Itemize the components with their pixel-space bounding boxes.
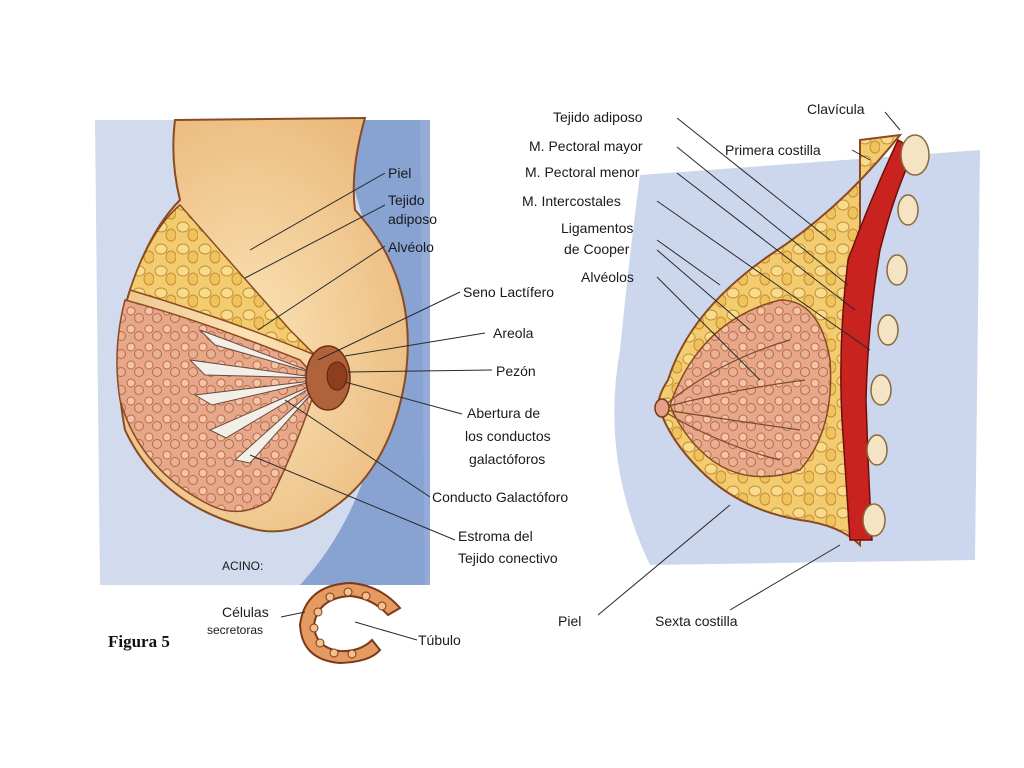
label-intercostales: M. Intercostales	[522, 193, 621, 209]
label-clavicula: Clavícula	[807, 101, 865, 117]
left-nipple	[327, 362, 347, 390]
label-piel-left: Piel	[388, 165, 411, 181]
label-abertura-2: los conductos	[465, 428, 551, 444]
figure-caption: Figura 5	[108, 632, 170, 651]
right-breast-illustration	[614, 135, 980, 565]
label-tejido-adiposo-right: Tejido adiposo	[553, 109, 643, 125]
label-tubulo: Túbulo	[418, 632, 461, 648]
label-tejido-left-1: Tejido	[388, 192, 425, 208]
label-piel-right: Piel	[558, 613, 581, 629]
label-estroma-2: Tejido conectivo	[458, 550, 558, 566]
right-nipple	[655, 399, 669, 417]
label-celulas-1: Células	[222, 604, 269, 620]
clavicle-bone	[901, 135, 929, 175]
label-ligamentos-2: de Cooper	[564, 241, 630, 257]
label-pectoral-menor: M. Pectoral menor	[525, 164, 640, 180]
label-sexta-costilla: Sexta costilla	[655, 613, 738, 629]
label-celulas-2: secretoras	[207, 623, 263, 637]
label-tejido-left-2: adiposo	[388, 211, 437, 227]
label-pezon: Pezón	[496, 363, 536, 379]
label-abertura-1: Abertura de	[467, 405, 540, 421]
label-areola: Areola	[493, 325, 534, 341]
label-pectoral-mayor: M. Pectoral mayor	[529, 138, 643, 154]
label-seno-lactifero: Seno Lactífero	[463, 284, 554, 300]
acino-title: ACINO:	[222, 559, 263, 573]
left-breast-illustration	[95, 118, 430, 585]
label-alveolos: Alvéolos	[581, 269, 634, 285]
label-abertura-3: galactóforos	[469, 451, 545, 467]
label-estroma-1: Estroma del	[458, 528, 533, 544]
label-conducto-galactoforo: Conducto Galactóforo	[432, 489, 568, 505]
label-ligamentos-1: Ligamentos	[561, 220, 633, 236]
label-alveolo: Alvéolo	[388, 239, 434, 255]
label-primera-costilla: Primera costilla	[725, 142, 821, 158]
